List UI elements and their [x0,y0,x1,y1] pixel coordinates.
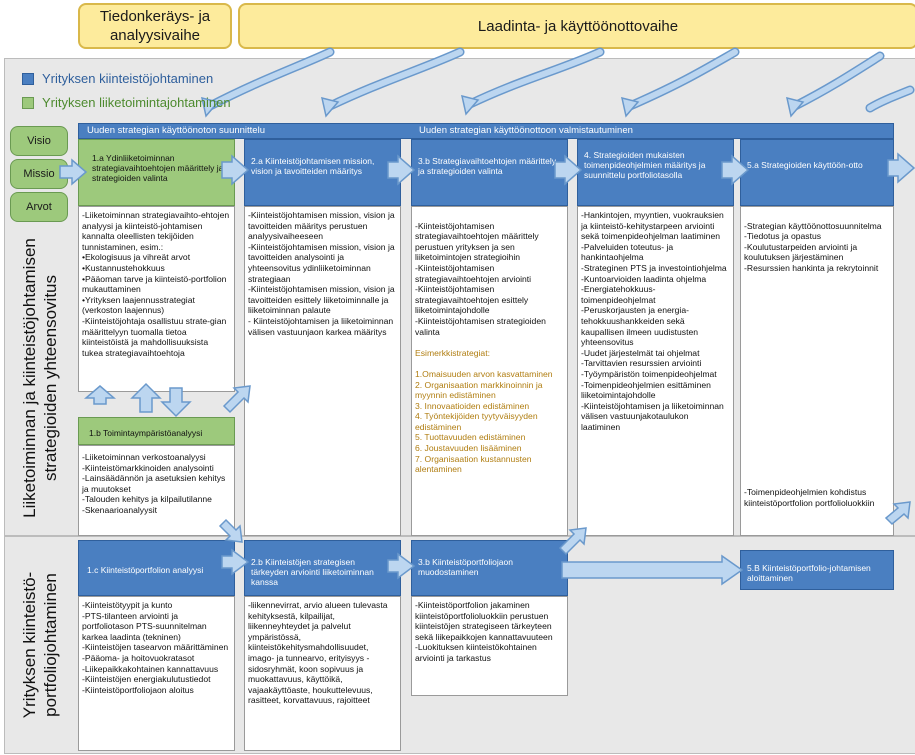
upper-c1-body: -Liiketoiminnan strategiavaihto-ehtojen … [78,206,235,392]
oval-visio: Visio [10,126,68,156]
arrow-up-1b [83,385,117,405]
upper-c4-body: -Hankintojen, myyntien, vuokrauksien ja … [577,206,734,536]
arrow-down-1b [160,387,192,418]
top-bar: Uuden strategian käyttöönoton suunnittel… [78,123,894,139]
upper-c5-body: -Strategian käyttöönottosuunnitelma -Tie… [740,206,894,536]
upper-c3-body: -Kiinteistöjohtamisen strategiavaihtoeht… [411,206,568,536]
arrow-1b-to-2b [218,518,243,543]
arrow-up-1b-2 [130,382,162,413]
lower-c5-header: 5.B Kiinteistöportfolio-johtamisen aloit… [740,550,894,590]
top-bar-right: Uuden strategian käyttöönottoon valmista… [419,125,633,136]
upper-c5-text: -Strategian käyttöönottosuunnitelma -Tie… [744,220,882,273]
top-bar-left: Uuden strategian käyttöönoton suunnittel… [87,125,265,136]
phase-implementation: Laadinta- ja käyttöönottovaihe [238,3,915,49]
lower-c3-header: 3.b Kiinteistöportfoliojaon muodostamine… [411,540,568,596]
legend-swatch-green [22,97,34,109]
arrow-3b-to-4 [554,154,583,186]
lower-c2-header: 2.b Kiinteistöjen strategisen tärkeyden … [244,540,401,596]
upper-c3-example-title: Esimerkkistrategiat: [415,347,490,358]
arrow-3b-to-4 [558,527,587,556]
arrow-1a-to-2a [221,154,250,186]
lower-c3-body: -Kiinteistöportfolion jakaminen kiinteis… [411,596,568,696]
lower-c1-header: 1.c Kiinteistöportfolion analyysi [78,540,235,596]
phase-arrows [201,47,915,118]
arrow-1b-to-2a [222,385,251,414]
upper-c2-header: 2.a Kiinteistöjohtamisen mission, vision… [244,139,401,206]
upper-c1-header: 1.a Ydinliiketoiminnan strategiavaihtoeh… [92,153,224,183]
arrow-5a-out [887,152,915,184]
arrow-2a-to-3b [387,154,416,186]
upper-c1-header-bg [78,139,235,206]
upper-c3-examples: 1.Omaisuuden arvon kasvattaminen 2. Orga… [415,368,553,475]
lower-c1-body: -Kiinteistötyypit ja kunto -PTS-tilantee… [78,596,235,751]
legend-swatch-blue [22,73,34,85]
arrow-3b-to-5b [561,554,744,586]
arrow-4-to-5b [884,501,911,526]
arrow-ovals-to-1a [59,158,88,186]
phase-data-collection: Tiedonkeräys- ja analyysivaihe [78,3,232,49]
oval-arvot: Arvot [10,192,68,222]
lower-c2-body: -liikennevirrat, arvio alueen tulevasta … [244,596,401,751]
arrow-4-to-5a [721,154,750,186]
legend-label-business: Yrityksen liiketoimintajohtaminen [42,95,231,110]
legend-label-real-estate: Yrityksen kiinteistöjohtaminen [42,71,214,86]
arrow-1c-to-2b [221,548,250,576]
upper-c3-text: -Kiinteistöjohtamisen strategiavaihtoeht… [415,220,546,337]
upper-c5-header: 5.a Strategioiden käyttöön-otto [740,139,894,206]
upper-c5-bottom-text: -Toimenpideohjelmien kohdistus kiinteist… [744,487,875,508]
upper-c1b-header: 1.b Toimintaympäristöanalyysi [78,417,235,445]
arrow-2b-to-3b [387,552,416,580]
upper-c1b-body: -Liiketoiminnan verkostoanalyysi -Kiinte… [78,445,235,536]
upper-c2-body: -Kiinteistöjohtamisen mission, vision ja… [244,206,401,536]
